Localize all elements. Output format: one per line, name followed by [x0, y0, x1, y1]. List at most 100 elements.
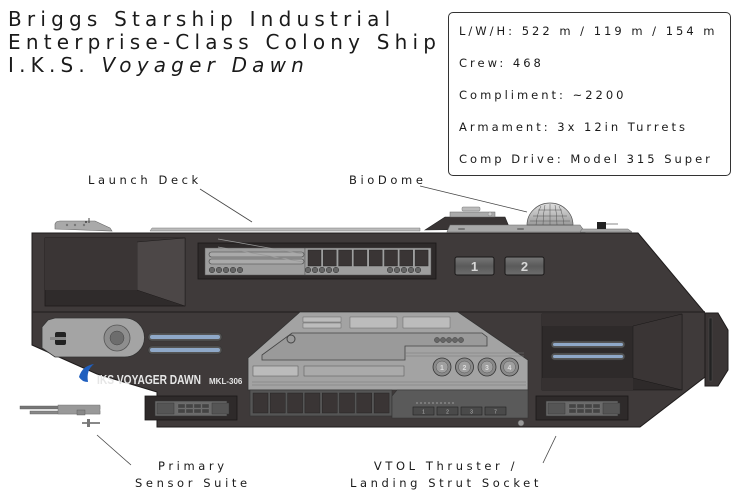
thruster-grille: [547, 402, 566, 415]
vent-slot: [339, 392, 355, 414]
indicator-light: [452, 337, 458, 343]
logo-crescent-icon: [79, 364, 94, 382]
console-dial-label: 2: [463, 365, 467, 372]
leader-line-biodome: [419, 185, 528, 213]
vent-slot: [373, 392, 390, 414]
turret-label: 1: [471, 259, 478, 274]
spec-row-crew: Crew: 468: [459, 53, 730, 85]
spec-label: Armament:: [459, 120, 551, 134]
indicator-light: [434, 337, 440, 343]
thruster-cell: [592, 403, 601, 409]
launch-deck-rail: [54, 218, 421, 232]
turret-marker-2: 2: [504, 256, 545, 276]
console-dial-face: [435, 360, 449, 374]
thruster-cell: [185, 408, 194, 414]
diagram-title: Briggs Starship Industrial Enterprise-Cl…: [8, 8, 441, 77]
indicator-light: [325, 266, 333, 274]
spec-value: 468: [512, 56, 544, 70]
indicator-light: [222, 266, 230, 274]
launch-rails-panel: [197, 238, 437, 280]
vent-slot: [353, 249, 368, 267]
spec-row-dimensions: L/W/H: 522 m / 119 m / 154 m: [459, 21, 730, 53]
thruster-cell: [185, 403, 194, 409]
callout-vtol-line2: Landing Strut Socket: [350, 476, 542, 490]
leader-line-vtol: [542, 435, 557, 464]
console-dial-face: [458, 360, 471, 374]
hull-designation: MKL-306: [209, 377, 243, 386]
thruster-cell: [584, 408, 593, 414]
indicator-light: [304, 266, 312, 274]
central-console: 1 2 3 4: [247, 311, 529, 391]
spec-label: Crew:: [459, 56, 507, 70]
vent-slot: [399, 249, 413, 267]
indicator-light: [440, 337, 446, 343]
spec-value: 522 m / 119 m / 154 m: [521, 24, 718, 38]
vent-slot: [252, 392, 269, 414]
spec-value: Model 315 Super: [570, 152, 713, 166]
thruster-cell: [193, 408, 202, 414]
vtol-thruster-aft: [535, 395, 629, 421]
console-dial-label: 3: [485, 365, 489, 372]
callout-sensor-line2: Sensor Suite: [135, 476, 251, 490]
vent-slot: [270, 392, 286, 414]
vent-slot: [287, 392, 303, 414]
thruster-cell: [177, 408, 186, 414]
indicator-light: [400, 266, 408, 274]
indicator-light: [318, 266, 326, 274]
vent-slot: [322, 392, 338, 414]
console-dial-face: [480, 360, 494, 374]
hull-name: IKS VOYAGER DAWN: [97, 372, 201, 387]
thruster-grille: [156, 402, 175, 415]
title-line-class: Enterprise-Class Colony Ship: [8, 30, 442, 54]
thruster-grille: [602, 402, 621, 415]
vent-slot: [384, 249, 398, 267]
console-key-label: 1: [422, 410, 425, 416]
indicator-light: [311, 266, 319, 274]
title-line-name: I.K.S. Voyager Dawn: [8, 54, 441, 77]
console-key: [460, 406, 483, 416]
vtol-thruster-front: [144, 395, 238, 421]
indicator-light: [446, 337, 452, 343]
callout-biodome: BioDome: [349, 173, 427, 187]
sensor-housing: [41, 317, 145, 358]
console-dial-label: 4: [508, 365, 512, 372]
thruster-cell: [592, 408, 601, 414]
console-key: [484, 406, 507, 416]
console-key-label: 7: [494, 410, 497, 416]
thruster-cell: [568, 408, 577, 414]
spec-row-armament: Armament: 3x 12in Turrets: [459, 117, 730, 149]
thruster-cell: [576, 403, 585, 409]
vent-slot: [369, 249, 383, 267]
thruster-cell: [193, 403, 202, 409]
spec-value: ~2200: [572, 88, 627, 102]
spec-value: 3x 12in Turrets: [557, 120, 688, 134]
indicator-light: [458, 337, 464, 343]
spec-label: Comp Drive:: [459, 152, 564, 166]
aft-engine-nozzle: [704, 312, 729, 387]
title-prefix: I.K.S.: [8, 53, 90, 77]
biodome: [526, 202, 574, 226]
indicator-light: [386, 266, 394, 274]
thruster-cell: [584, 403, 593, 409]
indicator-light: [208, 266, 216, 274]
turret-label: 2: [521, 259, 528, 274]
indicator-light: [414, 266, 422, 274]
thruster-cell: [201, 403, 210, 409]
console-key-label: 2: [446, 410, 449, 416]
launch-deck-bay: [44, 237, 186, 307]
console-lower-vent: 1 2 3 7: [249, 389, 529, 427]
callout-vtol-thruster: VTOL Thruster / Landing Strut Socket: [350, 458, 542, 492]
vent-slot: [356, 392, 372, 414]
thruster-cell: [568, 403, 577, 409]
console-key-label: 3: [470, 410, 473, 416]
spec-box: L/W/H: 522 m / 119 m / 154 m Crew: 468 C…: [448, 12, 731, 176]
indicator-light: [215, 266, 223, 274]
console-key: [436, 406, 459, 416]
callout-launch-deck: Launch Deck: [88, 173, 202, 187]
thruster-cell: [177, 403, 186, 409]
indicator-light: [236, 266, 244, 274]
console-dial-label: 1: [440, 365, 444, 372]
turret-marker-1: 1: [454, 256, 495, 276]
console-dial-face: [503, 360, 516, 374]
